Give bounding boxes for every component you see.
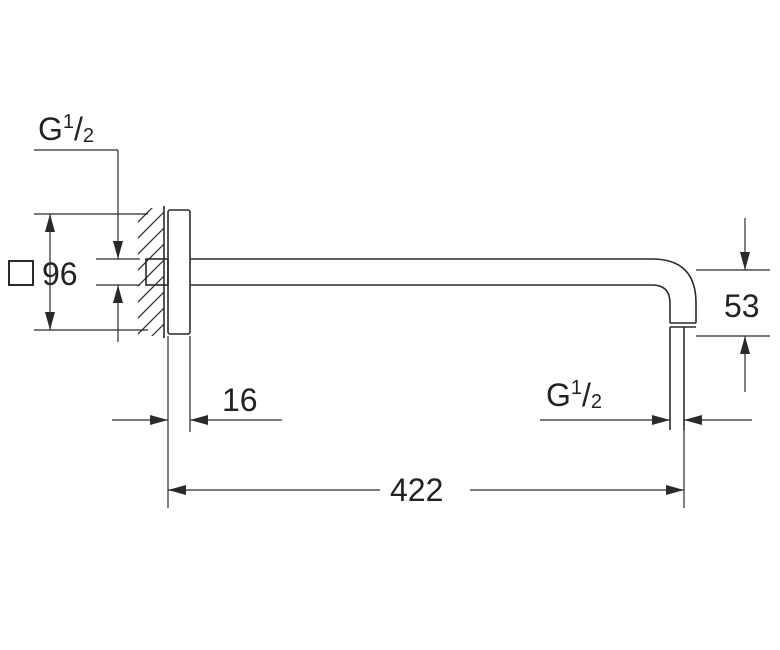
- rosette-size-label: 96: [8, 258, 78, 290]
- rosette: [167, 209, 191, 335]
- arm-length-label: 422: [390, 472, 444, 508]
- dimension-16: [112, 415, 282, 425]
- thread-arrows-right: [540, 415, 752, 425]
- thread-label-bottom: G1/2: [546, 377, 603, 413]
- dimension-422: [168, 485, 684, 495]
- dimension-96: [45, 214, 55, 330]
- drop-height-label: 53: [724, 288, 760, 324]
- thread-arrows-left: [113, 150, 123, 342]
- rosette-depth-label: 16: [222, 382, 258, 418]
- extension-lines: [34, 149, 770, 508]
- dimension-53: [740, 218, 750, 392]
- wall: [138, 206, 165, 338]
- square-symbol-icon: [8, 260, 34, 286]
- thread-label-top: G1/2: [38, 111, 95, 147]
- shower-arm: [190, 258, 697, 328]
- outlet-stub: [669, 327, 685, 430]
